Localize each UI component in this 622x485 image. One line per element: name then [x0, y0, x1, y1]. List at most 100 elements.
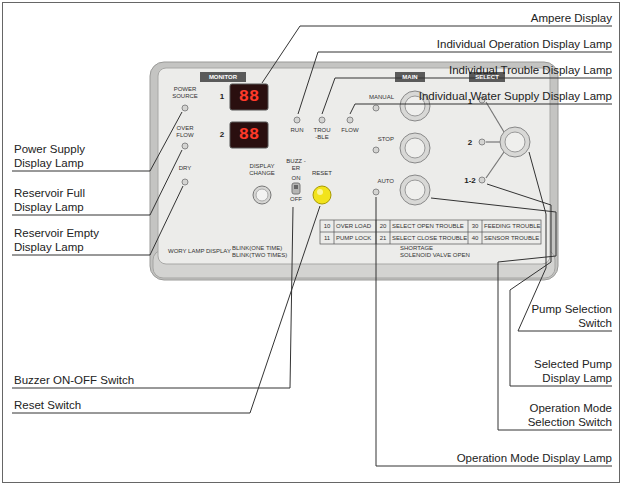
reset-button	[313, 186, 331, 204]
table-cell: SELECT OPEN TROUBLE	[392, 223, 464, 230]
leader-line	[150, 150, 182, 215]
table-rule	[390, 220, 391, 244]
underline	[510, 386, 612, 387]
lamp	[479, 177, 485, 183]
lamp	[347, 117, 353, 123]
panel-text: STOP	[378, 136, 394, 143]
callout-label: Operation Mode Display Lamp	[457, 451, 612, 465]
push-button	[256, 189, 268, 201]
lamp	[294, 117, 300, 123]
panel-text: POWER SOURCE	[168, 86, 202, 100]
table-cell: 20	[376, 223, 390, 230]
lamp	[182, 179, 188, 185]
underline	[498, 430, 612, 431]
table-cell: FEEDING TROUBLE	[484, 223, 541, 230]
underline	[300, 26, 612, 27]
ampere-display	[230, 122, 268, 148]
leader-line	[150, 112, 182, 171]
lamp	[182, 143, 188, 149]
underline	[518, 331, 612, 332]
lamp	[373, 189, 379, 195]
panel-text: BLINK(ONE TIME)	[232, 245, 282, 252]
display-number: 2	[217, 130, 227, 140]
underline	[12, 413, 250, 414]
callout-label: Ampere Display	[531, 11, 612, 25]
table-rule	[334, 220, 335, 244]
panel-text: ON	[286, 175, 306, 182]
underline	[12, 171, 150, 172]
panel-header: MONITOR	[200, 72, 246, 82]
table-cell: 30	[468, 223, 482, 230]
underline	[12, 215, 150, 216]
lamp	[319, 117, 325, 123]
table-cell: OVER LOAD	[336, 223, 371, 230]
leader-line	[376, 197, 377, 466]
mode-button	[405, 180, 425, 200]
lamp	[373, 105, 379, 111]
panel-text: SOLENOID VALVE OPEN	[400, 252, 470, 259]
callout-label: Individual Trouble Display Lamp	[449, 63, 612, 77]
table-cell: SENSOR TROUBLE	[484, 235, 539, 242]
select-number: 1	[464, 97, 476, 107]
mode-button	[405, 138, 425, 158]
toggle-knob	[294, 185, 298, 189]
mode-button	[400, 175, 430, 205]
panel-text: RUN	[285, 127, 309, 134]
panel-text: BUZZ -ER	[286, 158, 306, 172]
display-digits: 88	[230, 122, 268, 148]
leader-line	[322, 78, 335, 114]
panel-text: BLINK(TWO TIMES)	[232, 252, 287, 259]
table-rule	[482, 220, 483, 244]
leader-line	[298, 52, 318, 114]
code-table	[320, 220, 541, 244]
table-cell: PUMP LOCK	[336, 235, 371, 242]
lamp	[182, 105, 188, 111]
display-digits: 88	[230, 84, 268, 110]
push-button	[253, 186, 271, 204]
leader-lines	[12, 26, 612, 466]
select-button	[505, 132, 525, 152]
underline	[376, 466, 612, 467]
select-button	[500, 127, 530, 157]
callout-label: Individual Operation Display Lamp	[437, 37, 612, 51]
panel-text: DRY	[170, 165, 200, 172]
underline	[318, 52, 612, 53]
header-plate	[395, 72, 425, 82]
callout-label: Individual Water Supply Display Lamp	[419, 89, 612, 103]
table-cell: 21	[376, 235, 390, 242]
leader-line	[487, 184, 551, 386]
panel-text: TROU -BLE	[312, 127, 332, 141]
table-rule	[320, 232, 541, 233]
panel-text: SHORTAGE	[400, 245, 433, 252]
leader-line	[262, 26, 300, 83]
mode-button	[400, 133, 430, 163]
table-cell: 10	[320, 223, 334, 230]
frame	[3, 3, 620, 483]
callout-label: Operation Mode Selection Switch	[520, 401, 612, 429]
callout-label: Reset Switch	[14, 398, 81, 412]
underline	[12, 255, 150, 256]
select-number: 2	[464, 138, 476, 148]
callout-label: Power Supply Display Lamp	[14, 142, 106, 170]
lamp	[479, 139, 485, 145]
panel-text: WORY LAMP DISPLAY	[168, 248, 231, 255]
callout-label: Pump Selection Switch	[520, 302, 612, 330]
panel-text: MANUAL	[369, 94, 394, 101]
header-plate	[200, 72, 246, 82]
ampere-display	[230, 84, 268, 110]
panel-text: FLOW	[338, 127, 362, 134]
select-line	[486, 102, 504, 132]
panel-header: SELECT	[469, 72, 505, 82]
table-border	[320, 220, 541, 244]
panel-text: AUTO	[377, 178, 394, 185]
table-cell: 40	[468, 235, 482, 242]
underline	[355, 104, 612, 105]
table-rule	[468, 220, 469, 244]
leader-line	[250, 206, 320, 413]
select-number: 1-2	[462, 176, 478, 186]
panel-text: DISPLAY CHANGE	[244, 163, 280, 177]
reset-highlight	[317, 189, 323, 195]
panel-text: OFF	[286, 196, 306, 203]
leader-line	[290, 207, 293, 388]
